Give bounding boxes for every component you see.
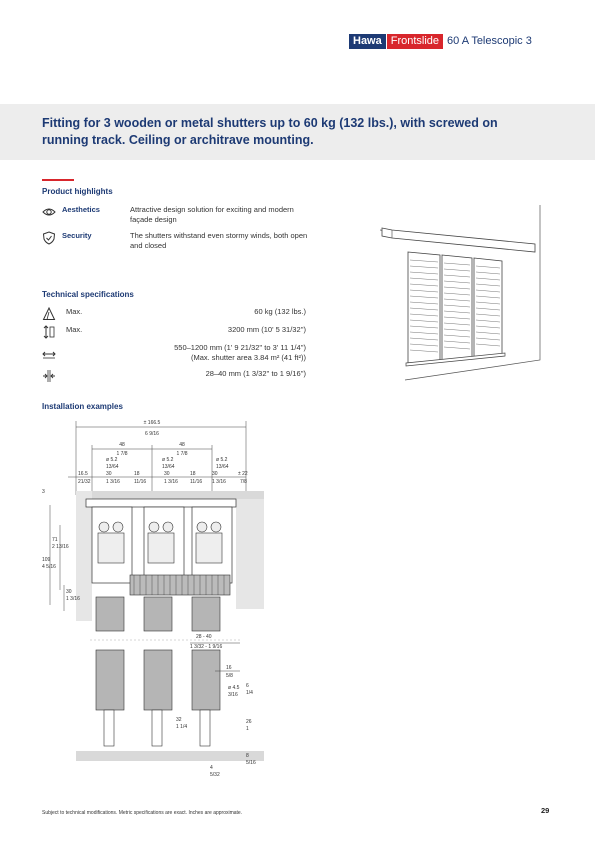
dim-h6: 6: [246, 683, 249, 689]
brand-frontslide-logo: Frontslide: [386, 34, 444, 49]
dim-h3: 3: [42, 489, 45, 495]
spec-value: 550–1200 mm (1' 9 21/32'' to 3' 11 1/4''…: [174, 343, 306, 352]
dim-h32: 32: [176, 717, 182, 723]
spec-value: 28–40 mm (1 3/32'' to 1 9/16''): [205, 369, 306, 378]
thickness-icon: [43, 370, 55, 382]
highlight-text: Attractive design solution for exciting …: [130, 205, 294, 224]
dim-hole-b-inch: 13/64: [162, 464, 175, 470]
height-icon: [43, 325, 55, 339]
spec-row: Max. 3200 mm (10' 5 31/32''): [42, 325, 306, 341]
headline-band: [0, 104, 595, 160]
dim-hole-d-inch: 3/16: [228, 692, 238, 698]
dim-30c-inch: 1 3/16: [212, 479, 226, 485]
spec-row: Max. 60 kg (132 lbs.): [42, 307, 306, 323]
dim-48b-inch: 1 7/8: [176, 451, 187, 457]
dim-30b: 30: [164, 471, 170, 477]
installation-title: Installation examples: [42, 402, 123, 411]
dim-overall-inch: 6 9/16: [145, 431, 159, 437]
dim-16-5-inch: 21/32: [78, 479, 91, 485]
dim-30a-inch: 1 3/16: [106, 479, 120, 485]
dim-18a: 18: [134, 471, 140, 477]
dim-48b: 48: [179, 442, 185, 448]
spec-label: Max.: [66, 307, 83, 316]
spec-value: 60 kg (132 lbs.): [254, 307, 306, 316]
dim-16-inch: 5/8: [226, 673, 233, 679]
dim-18a-inch: 11/16: [134, 479, 146, 485]
installation-drawing: ± 166.5 6 9/16 48 1 7/8 48 1 7/8 ø 5.2 1…: [42, 420, 264, 778]
brand-hawa-logo: Hawa: [349, 34, 386, 49]
dim-48a-inch: 1 7/8: [116, 451, 127, 457]
dim-overall: ± 166.5: [144, 420, 161, 426]
dim-h71-inch: 2 13/16: [52, 544, 69, 550]
section-divider: [42, 179, 74, 181]
spec-label: Max.: [66, 325, 83, 334]
spec-value-note: (Max. shutter area 3.84 m² (41 ft²)): [190, 353, 306, 362]
dim-range-inch: 1 3/32 - 1 9/16: [190, 644, 222, 650]
dim-16: 16: [226, 665, 232, 671]
highlight-item: Security The shutters withstand even sto…: [42, 231, 312, 253]
dim-hole-a-inch: 13/64: [106, 464, 119, 470]
specs-title: Technical specifications: [42, 290, 134, 299]
dim-18b-inch: 11/16: [190, 479, 202, 485]
dim-22-inch: 7/8: [240, 479, 247, 485]
dim-30b-inch: 1 3/16: [164, 479, 178, 485]
highlight-text: The shutters withstand even stormy winds…: [130, 231, 308, 250]
dim-range: 28 - 40: [196, 634, 212, 640]
dim-hole-d: ø 4.5: [228, 685, 240, 691]
weight-icon: [42, 307, 56, 320]
dim-h30: 30: [66, 589, 72, 595]
width-icon: [42, 351, 56, 359]
shield-icon: [42, 231, 56, 245]
dim-h71: 71: [52, 537, 58, 543]
spec-row: 550–1200 mm (1' 9 21/32'' to 3' 11 1/4''…: [42, 343, 306, 365]
dim-hole-c: ø 5.2: [216, 457, 228, 463]
dim-hole-b: ø 5.2: [162, 457, 174, 463]
page-headline: Fitting for 3 wooden or metal shutters u…: [42, 116, 498, 147]
dim-22: ± 22: [238, 471, 248, 477]
dim-h8-inch: 5/16: [246, 760, 256, 766]
page-number: 29: [541, 806, 550, 815]
dim-h32-inch: 1 1/4: [176, 724, 187, 730]
highlights-title: Product highlights: [42, 187, 113, 196]
dim-h30-inch: 1 3/16: [66, 596, 80, 602]
dim-h8: 8: [246, 753, 249, 759]
dim-d4-inch: 5/32: [210, 772, 220, 778]
footer-note: Subject to technical modifications. Metr…: [42, 810, 243, 816]
product-illustration: [379, 205, 541, 381]
dim-hole-a: ø 5.2: [106, 457, 118, 463]
dim-hole-c-inch: 13/64: [216, 464, 229, 470]
dim-30c: 30: [212, 471, 218, 477]
eye-icon: [42, 208, 56, 216]
dim-18b: 18: [190, 471, 196, 477]
dim-h109: 109: [42, 557, 51, 563]
highlight-item: Aesthetics Attractive design solution fo…: [42, 205, 312, 227]
dim-48a: 48: [119, 442, 125, 448]
dim-h26-inch: 1: [246, 726, 249, 732]
dim-30a: 30: [106, 471, 112, 477]
dim-h26: 26: [246, 719, 252, 725]
product-name: 60 A Telescopic 3: [447, 35, 532, 47]
highlight-label: Aesthetics: [62, 205, 100, 214]
brand-header: Hawa Frontslide 60 A Telescopic 3: [349, 34, 532, 49]
spec-row: 28–40 mm (1 3/32'' to 1 9/16''): [42, 369, 306, 385]
dim-16-5: 16.5: [78, 471, 88, 477]
dim-d4: 4: [210, 765, 213, 771]
highlight-label: Security: [62, 231, 92, 240]
dim-h6-inch: 1/4: [246, 690, 253, 696]
dim-h109-inch: 4 5/16: [42, 564, 56, 570]
spec-value: 3200 mm (10' 5 31/32''): [227, 325, 306, 334]
